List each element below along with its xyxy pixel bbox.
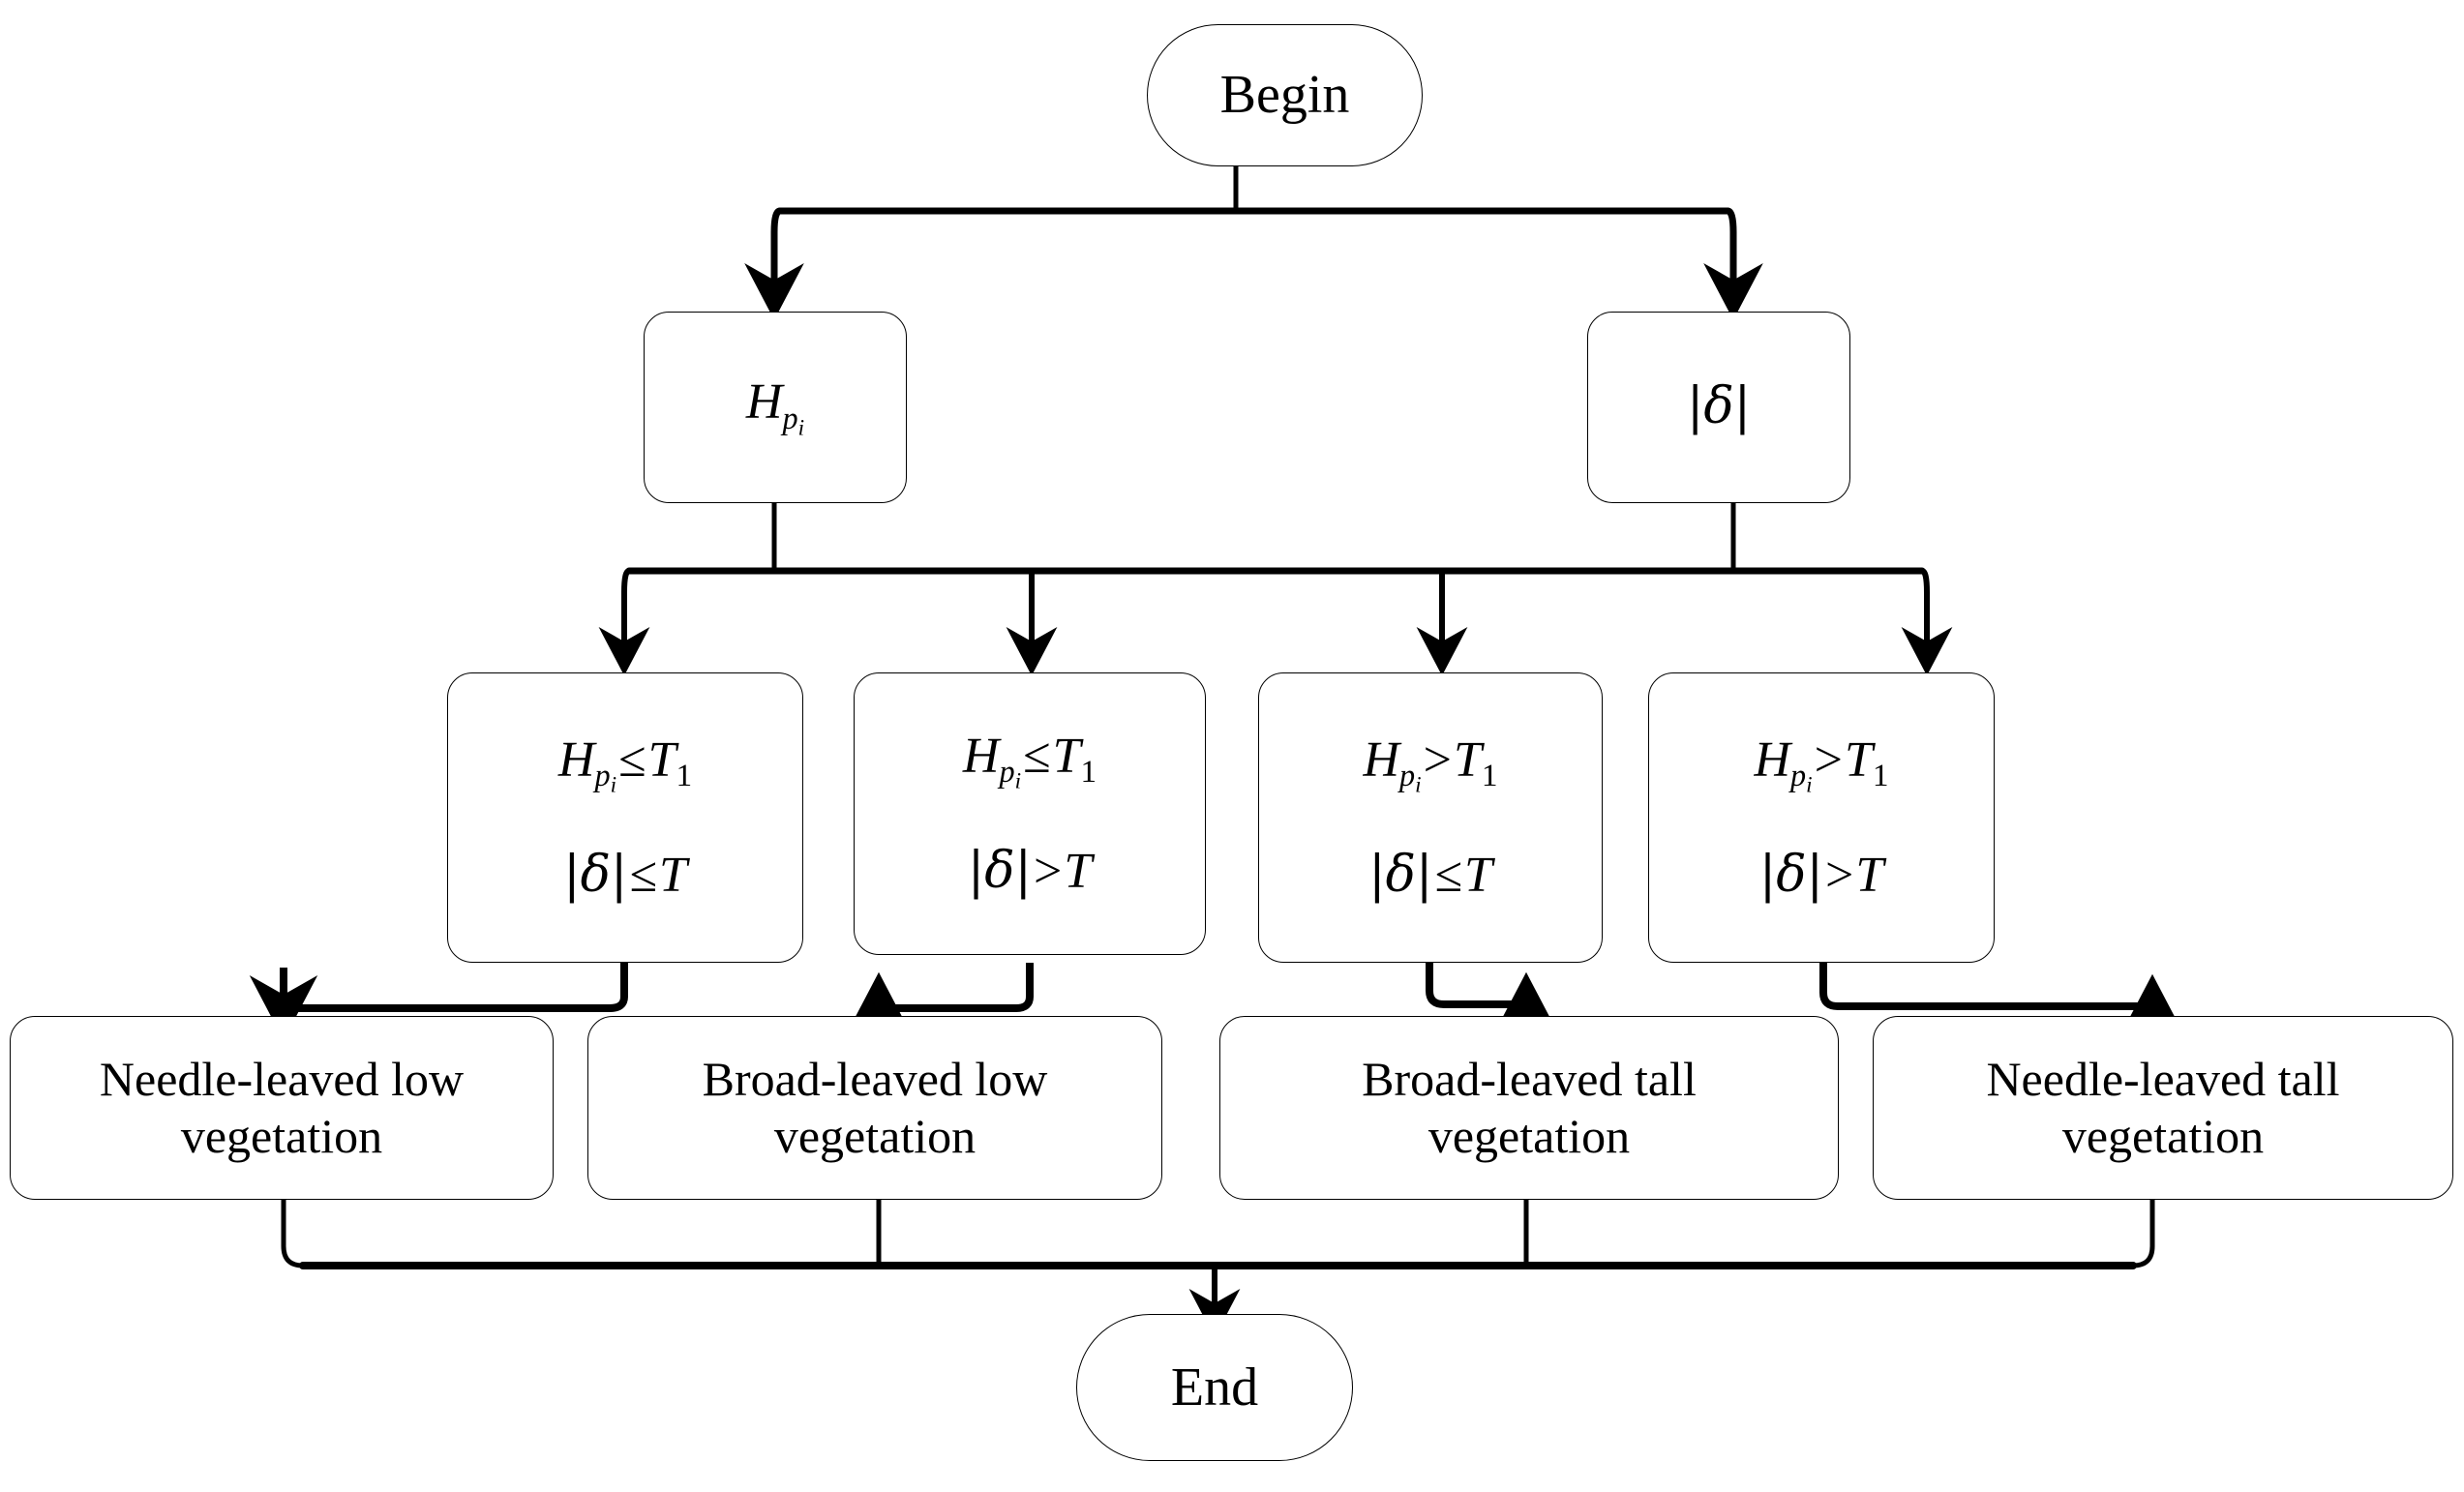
condition-2-line2: |δ|>T (967, 842, 1093, 901)
result-4-line2: vegetation (2061, 1109, 2265, 1163)
condition-1-line2: |δ|≤T (563, 846, 687, 905)
node-result-2[interactable]: Broad-leaved low vegetation (587, 1016, 1162, 1200)
node-condition-4[interactable]: Hpi>T1 |δ|>T (1648, 672, 1995, 963)
edge-bus-to-condition-4 (1901, 568, 1953, 676)
condition-3-line2: |δ|≤T (1368, 846, 1492, 905)
condition-4-line2: |δ|>T (1758, 846, 1884, 905)
terminal-begin[interactable]: Begin (1147, 24, 1423, 166)
edge-result-1-down (281, 1200, 304, 1268)
edge-result-4-down (2132, 1200, 2155, 1268)
result-3-line2: vegetation (1427, 1109, 1631, 1163)
result-3-line1: Broad-leaved tall (1362, 1052, 1697, 1106)
node-result-3[interactable]: Broad-leaved tall vegetation (1219, 1016, 1839, 1200)
node-condition-1[interactable]: Hpi≤T1 |δ|≤T (447, 672, 803, 963)
terminal-end[interactable]: End (1076, 1314, 1353, 1461)
result-1-line1: Needle-leaved low (99, 1052, 465, 1106)
edge-bus-to-condition-1 (598, 568, 650, 676)
edge-condition-2-to-result-2 (890, 963, 1034, 1012)
node-feature-height[interactable]: Hpi (644, 312, 907, 503)
condition-3-line1: Hpi>T1 (1363, 731, 1498, 798)
edge-bus-to-height (744, 207, 804, 320)
feature-delta-label: |δ| (1686, 377, 1752, 436)
edge-condition-3-to-result-3 (1426, 963, 1515, 1008)
condition-4-line1: Hpi>T1 (1754, 731, 1889, 798)
terminal-end-label: End (1170, 1357, 1259, 1417)
result-1-line2: vegetation (180, 1109, 383, 1163)
edge-condition-4-to-result-4 (1819, 963, 2141, 1010)
node-feature-delta[interactable]: |δ| (1587, 312, 1850, 503)
feature-height-label: Hpi (745, 374, 805, 441)
result-4-line1: Needle-leaved tall (1986, 1052, 2340, 1106)
edge-condition-1-to-result-1 (280, 963, 628, 1026)
condition-1-line1: Hpi≤T1 (557, 731, 693, 798)
result-2-line1: Broad-leaved low (702, 1052, 1048, 1106)
node-result-1[interactable]: Needle-leaved low vegetation (10, 1016, 554, 1200)
condition-2-line1: Hpi≤T1 (962, 728, 1097, 794)
node-condition-2[interactable]: Hpi≤T1 |δ|>T (854, 672, 1206, 955)
node-result-4[interactable]: Needle-leaved tall vegetation (1873, 1016, 2453, 1200)
node-condition-3[interactable]: Hpi>T1 |δ|≤T (1258, 672, 1603, 963)
result-2-line2: vegetation (773, 1109, 977, 1163)
edge-bus-to-delta (1703, 207, 1763, 320)
terminal-begin-label: Begin (1219, 65, 1350, 126)
